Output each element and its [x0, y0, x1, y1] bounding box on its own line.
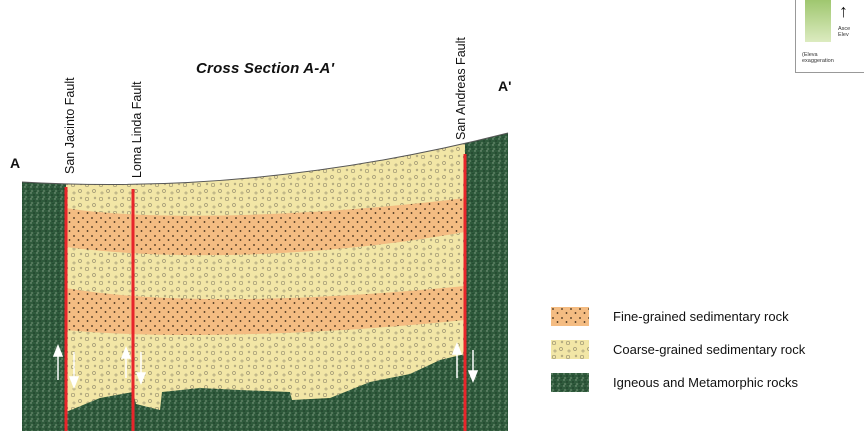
legend-label: Coarse-grained sedimentary rock [613, 342, 806, 357]
igneous-swatch [551, 373, 589, 392]
coarse-grained-swatch [551, 340, 589, 359]
arrow-up-icon: ↑ [839, 1, 848, 21]
up-arrow-head [120, 345, 132, 359]
down-arrow-head [467, 370, 479, 384]
ground-surface-line [21, 132, 509, 186]
inset-caption-line-1: (Eleva [802, 52, 818, 58]
fine-sediment-band-upper [66, 198, 465, 256]
fine-sediment-band-lower [66, 286, 465, 335]
legend-label: Fine-grained sedimentary rock [613, 309, 789, 324]
elevation-inset: ↑ Asce Elev (Eleva exaggeration [795, 0, 864, 73]
up-arrow-head [52, 343, 64, 357]
legend-item-fine: Fine-grained sedimentary rock [551, 300, 805, 333]
fault-label-loma-linda: Loma Linda Fault [130, 81, 144, 178]
elevation-gradient-swatch [805, 0, 831, 42]
fine-grained-swatch [551, 307, 589, 326]
fault-motion-arrows [52, 341, 479, 390]
diagram-title: Cross Section A-A' [196, 60, 335, 77]
fault-label-san-andreas: San Andreas Fault [454, 37, 468, 140]
fault-label-san-jacinto: San Jacinto Fault [63, 77, 77, 174]
legend-item-coarse: Coarse-grained sedimentary rock [551, 333, 805, 366]
up-arrow-head [451, 341, 463, 355]
down-arrow-head [135, 372, 147, 386]
inset-word-1: Asce [838, 26, 851, 32]
legend-item-igneous: Igneous and Metamorphic rocks [551, 366, 805, 399]
legend-label: Igneous and Metamorphic rocks [613, 375, 798, 390]
inset-caption: (Eleva exaggeration [802, 52, 834, 64]
section-end-label-left: A [10, 155, 21, 171]
down-arrow-head [68, 376, 80, 390]
section-end-label-right: A' [498, 78, 512, 94]
inset-word-2: Elev [838, 32, 849, 38]
legend: Fine-grained sedimentary rock Coarse-gra… [551, 300, 805, 399]
basement-bottom [66, 354, 465, 431]
basement-right-block [465, 133, 508, 431]
inset-caption-line-2: exaggeration [802, 58, 834, 64]
